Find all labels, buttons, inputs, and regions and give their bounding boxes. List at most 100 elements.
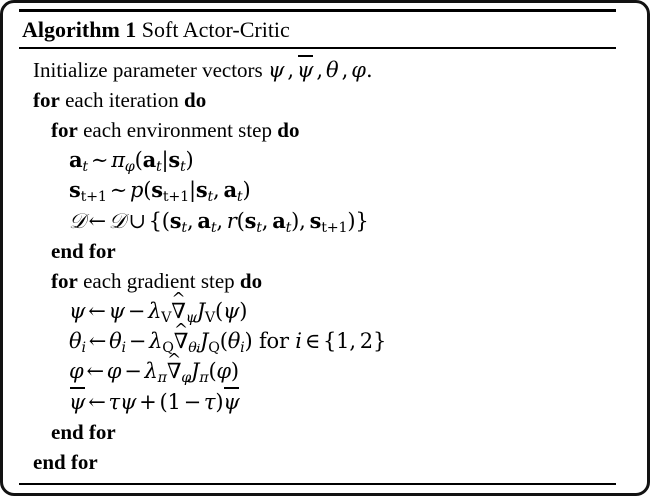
sub-psi-1: ψ [185, 310, 197, 327]
comma-3: , [341, 57, 349, 82]
symbol-psi-bar: ψ [297, 55, 313, 85]
op-leftarrow-4: ← [86, 359, 104, 384]
sub-V-1: V [161, 310, 172, 327]
symbol-psi: ψ [267, 57, 285, 82]
hat-accent-1: ^ [171, 288, 186, 309]
symbol-s-5: s [169, 207, 182, 233]
line-for-gradient-step: for each gradient step do [19, 266, 617, 296]
op-leftarrow-2: ← [88, 299, 106, 324]
hat-accent-3: ^ [167, 348, 181, 369]
comma-8: , [299, 208, 306, 233]
algorithm-title: Algorithm 1 Soft Actor-Critic [19, 12, 617, 47]
symbol-J-2: J [200, 329, 209, 354]
symbol-psi-bar-1: ψ [69, 387, 85, 417]
symbol-s-4: s [195, 177, 208, 203]
symbol-psi-2: ψ [108, 299, 125, 324]
line-update-theta: θi←θi−λQ^∇θiJQ(θi) for i∈{1, 2} [19, 318, 617, 357]
line-update-psi: ψ←ψ−λV^∇ψJV(ψ) [19, 288, 617, 327]
sub-phi-2: φ [181, 370, 192, 387]
symbol-r: r [226, 208, 237, 233]
sub-pi-1: π [157, 370, 167, 387]
number-one: 1 [336, 329, 350, 354]
sub-t-8: t [256, 219, 262, 236]
algorithm-top-rule [19, 9, 616, 12]
op-minus-4: − [183, 389, 202, 414]
keyword-for-3: for [51, 268, 78, 293]
symbol-theta-3: θ [227, 329, 241, 354]
sub-symbol-i: i [196, 341, 201, 356]
sub-Q-1: Q [162, 340, 174, 357]
symbol-a-3: a [223, 177, 238, 203]
keyword-do-1: do [184, 87, 207, 112]
symbol-a: a [69, 147, 83, 173]
algorithm-bottom-rule [19, 483, 616, 485]
algorithm-figure: Algorithm 1 Soft Actor-Critic Initialize… [19, 9, 617, 485]
op-minus-3: − [124, 359, 142, 384]
symbol-lambda-2: λ [149, 329, 163, 354]
comma-1: , [287, 57, 295, 82]
comma-2: , [316, 57, 324, 82]
symbol-psi-bar-2: ψ [223, 387, 240, 417]
sub-pi-2: π [199, 370, 209, 387]
sub-t-4: t [207, 189, 214, 206]
line-end-for-env: end for [19, 236, 617, 266]
for-env-step-text: each environment step [83, 117, 273, 142]
symbol-theta: θ [326, 57, 339, 82]
line-end-for-gradient: end for [19, 417, 617, 447]
symbol-J-1: J [196, 299, 205, 324]
symbol-tau-1: τ [108, 389, 121, 414]
symbol-a-2: a [142, 147, 157, 173]
op-leftarrow-1: ← [88, 208, 107, 233]
overbar-3 [224, 387, 239, 389]
comma-6: , [216, 208, 223, 233]
symbol-psi-3: ψ [223, 299, 240, 324]
symbol-s-1: s [168, 147, 180, 173]
sub-t-9: t [285, 219, 292, 236]
algorithm-body: Initialize parameter vectors ψ,ψ,θ,φ. fo… [19, 49, 617, 484]
hat-accent-2: ^ [174, 318, 188, 339]
symbol-psi-base: ψ [297, 57, 314, 82]
for-gradient-step-text: each gradient step [83, 268, 235, 293]
overbar [297, 55, 313, 57]
keyword-end-for-1: end for [51, 238, 116, 263]
symbol-cal-D-1: 𝒟 [69, 208, 86, 233]
sub-theta-i-1: θi [188, 340, 200, 356]
op-leftarrow-5: ← [88, 389, 106, 414]
op-minus-2: − [128, 329, 147, 354]
symbol-s-3: s [151, 177, 163, 203]
sub-t-5: t [236, 189, 243, 206]
keyword-for-2: for [51, 117, 78, 142]
symbol-nabla-2: ∇ [173, 329, 189, 354]
keyword-end-for-3: end for [33, 450, 98, 475]
sub-t-plus-1-a: t+1 [80, 189, 107, 206]
sub-t-plus-1-b: t+1 [162, 189, 190, 206]
sub-Q-2: Q [208, 340, 220, 357]
symbol-phi-1: φ [69, 359, 84, 384]
sub-symbol-theta: θ [188, 340, 197, 357]
symbol-lambda-1: λ [148, 299, 162, 324]
comma-9: , [349, 329, 356, 354]
symbol-J-3: J [191, 359, 200, 384]
line-update-phi: φ←φ−λπ^∇φJπ(φ) [19, 348, 617, 387]
equation-update-theta: θi←θi−λQ^∇θiJQ(θi) for i∈{1, 2} [69, 318, 387, 357]
symbol-cal-D-2: 𝒟 [108, 208, 126, 233]
symbol-pi-1: π [111, 148, 125, 173]
equation-update-psi: ψ←ψ−λV^∇ψJV(ψ) [69, 288, 248, 327]
symbol-lambda-3: λ [144, 359, 158, 384]
symbol-psi-6: ψ [223, 389, 240, 414]
equation-update-target: ψ←τψ+(1−τ)ψ [69, 387, 240, 417]
symbol-nabla-1: ∇ [171, 299, 186, 324]
number-one-2: 1 [167, 389, 181, 414]
line-end-for-iteration: end for [19, 447, 617, 477]
algorithm-name: Soft Actor-Critic [141, 17, 290, 42]
line-for-env-step: for each environment step do [19, 115, 617, 145]
keyword-do-2: do [277, 117, 300, 142]
symbol-s-6: s [244, 207, 257, 233]
symbol-a-5: a [272, 207, 286, 233]
equation-update-phi: φ←φ−λπ^∇φJπ(φ) [69, 348, 239, 387]
symbol-i-1: i [295, 329, 302, 354]
keyword-do-3: do [239, 268, 263, 293]
comma-5: , [186, 208, 194, 233]
sub-V-2: V [204, 310, 216, 327]
op-sim-2: ∼ [109, 178, 128, 203]
